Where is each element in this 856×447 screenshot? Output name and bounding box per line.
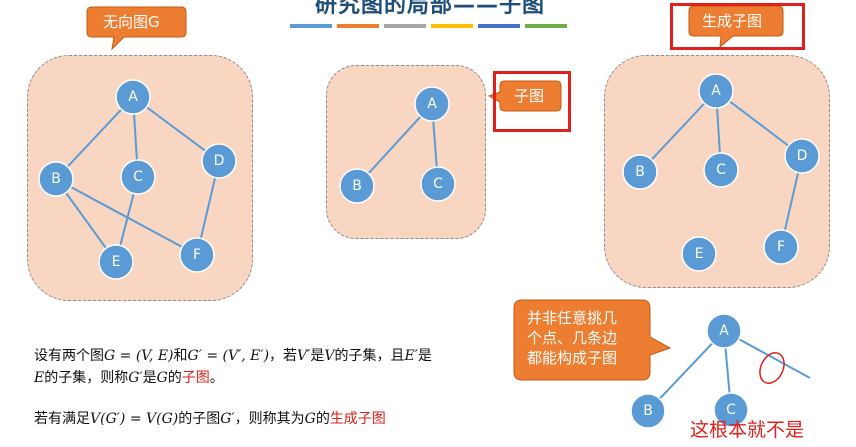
graph-invalid-edge-a-b [647,330,725,412]
graph-sub-node-b: B [339,168,375,204]
graph-sub-node-c: C [420,166,456,202]
svg-text:D: D [214,153,225,169]
callout-not-any-line-3: 都能构成子图 [527,349,618,367]
graph-spanning-node-f: F [763,229,799,265]
red-circle-mark [759,352,785,384]
graph-sub-node-a: A [414,86,450,122]
svg-text:B: B [643,403,653,419]
svg-text:B: B [51,171,61,187]
graph-g-node-d: D [201,143,237,179]
svg-text:C: C [726,402,736,418]
graph-g-edge-b-f [55,178,198,256]
svg-text:A: A [128,89,138,105]
svg-text:F: F [193,247,201,263]
graph-spanning-node-b: B [622,154,658,190]
callout-graph-g: 无向图G [103,13,160,31]
definition-line-3: 若有满足V(G′) = V(G)的子图G′，则称其为G的生成子图 [34,411,386,427]
svg-text:E: E [695,246,704,262]
graph-spanning: A B C D E F [622,73,820,272]
svg-text:B: B [635,164,645,180]
graph-sub-edge-a-b [356,103,433,187]
graph-spanning-node-d: D [784,138,820,174]
callout-spanning-shape [688,5,784,49]
callout-not-any-line-2: 个点、几条边 [527,329,618,347]
svg-text:B: B [352,178,362,194]
definition-line-2: E的子集，则称G′是G的子图。 [34,370,224,386]
callout-spanning: 生成子图 [702,12,763,30]
callout-shapes [86,5,784,381]
svg-text:A: A [719,323,729,339]
graph-g-node-b: B [38,161,74,197]
term-spanning-subgraph: 生成子图 [329,411,386,427]
title-bar-2 [337,24,379,28]
graph-subgraph: A B C [339,86,456,204]
highlight-box-spanning [670,3,805,50]
callout-graph-g-shape [86,6,187,51]
title-bar-1 [290,24,332,28]
svg-text:C: C [133,169,143,185]
graph-invalid-node-a: A [706,313,742,349]
callout-not-any-shape [513,299,672,381]
callout-subgraph-shape [487,80,562,112]
graph-g: A B C D E F [38,79,237,280]
svg-text:C: C [716,162,726,178]
definition-line-1: 设有两个图G = (V, E)和G′ = (V′, E′)，若V′是V的子集，且… [34,348,432,364]
svg-text:F: F [777,239,785,255]
title-bar-5 [478,24,520,28]
graph-g-node-a: A [115,79,151,115]
svg-text:A: A [711,83,721,99]
panel-subgraph [326,65,486,239]
graph-invalid: A B C [630,313,811,429]
title-bar-3 [384,24,426,28]
graph-invalid-node-b: B [630,393,666,429]
callout-not-any-line-1: 并非任意挑几 [527,309,618,327]
svg-text:C: C [433,176,443,192]
title-bar-6 [525,24,567,28]
graph-spanning-node-e: E [681,236,717,272]
title-bar-4 [431,24,473,28]
page-title: 研究图的局部——子图 [314,0,545,18]
svg-text:E: E [112,254,121,270]
graph-g-node-c: C [120,159,156,195]
graph-invalid-node-c: C [713,392,749,428]
graph-spanning-edge-a-d [715,90,803,157]
term-subgraph: 子图 [181,370,210,386]
callout-subgraph: 子图 [514,87,545,105]
callout-not-any: 并非任意挑几 个点、几条边 都能构成子图 [527,308,617,368]
graph-spanning-edge-a-b [639,90,717,173]
svg-text:D: D [797,148,808,164]
graph-spanning-node-c: C [703,152,739,188]
handwritten-note: 这根本就不是 [690,419,805,441]
svg-text:A: A [427,96,437,112]
graph-g-edge-a-d [132,96,220,162]
graph-spanning-node-a: A [698,73,734,109]
graph-g-node-f: F [179,237,215,273]
highlight-box-subgraph [493,71,571,132]
graph-g-node-e: E [98,244,134,280]
graph-g-edge-a-b [55,96,134,180]
